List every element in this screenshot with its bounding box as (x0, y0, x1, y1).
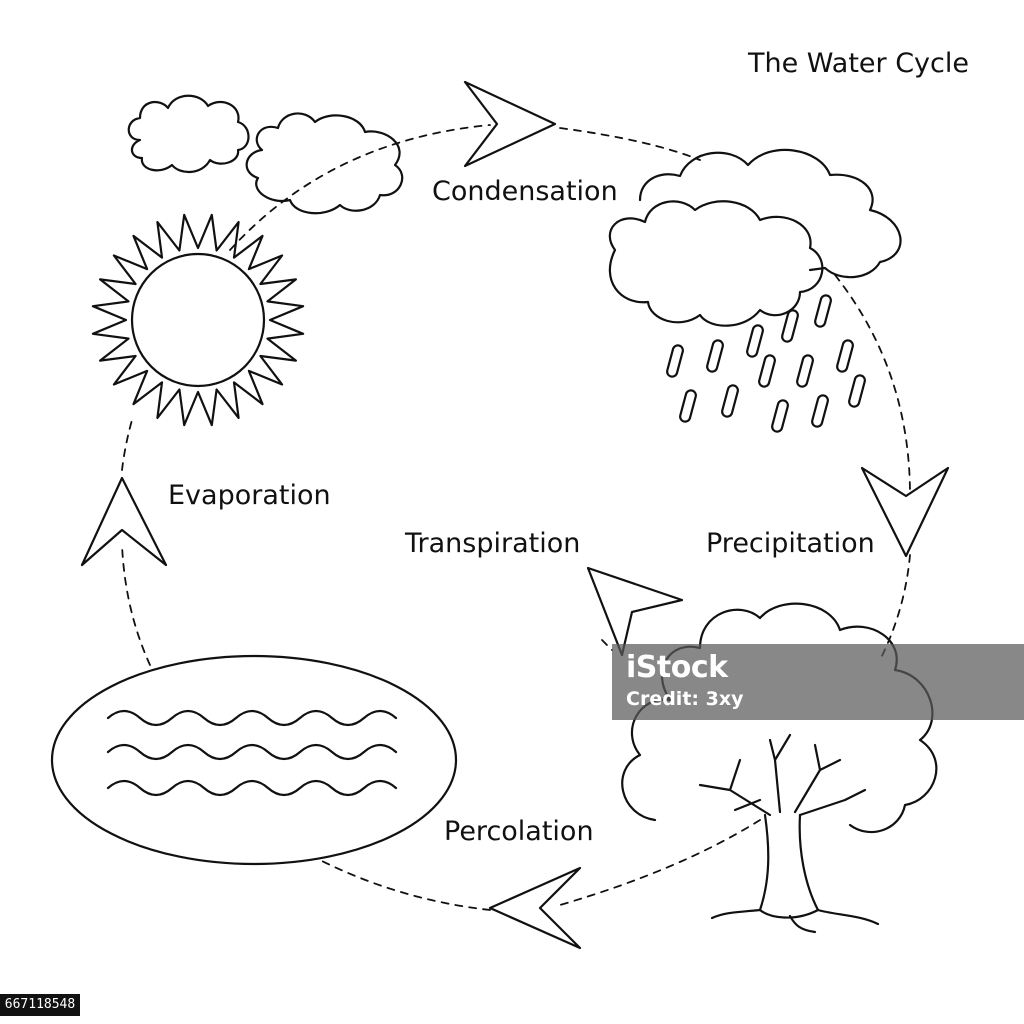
stock-id-badge: 667118548 (0, 994, 80, 1016)
label-evaporation: Evaporation (168, 480, 331, 511)
sun-icon (91, 213, 305, 427)
tree-roots (710, 908, 880, 934)
cycle-path (121, 124, 911, 911)
diagram-title: The Water Cycle (748, 48, 969, 79)
tree-trunk (758, 813, 820, 912)
label-transpiration: Transpiration (405, 528, 581, 559)
rain-cloud-back-icon (638, 148, 902, 279)
wave-3 (106, 779, 398, 797)
wave-1 (106, 709, 398, 727)
lake-icon (50, 654, 458, 866)
watermark-credit: Credit: 3xy (626, 688, 744, 710)
label-condensation: Condensation (432, 176, 618, 207)
arrow-condensation (463, 80, 557, 168)
wave-2 (106, 743, 398, 761)
label-percolation: Percolation (444, 816, 594, 847)
tree-branches (698, 733, 867, 817)
cloud-small-icon (127, 94, 250, 173)
cloud-medium-icon (245, 112, 404, 215)
arrow-percolation (488, 866, 582, 950)
label-precipitation: Precipitation (706, 528, 875, 559)
watermark-logo: iStock (626, 650, 728, 685)
arrow-evaporation (80, 476, 168, 567)
arrow-precipitation (860, 466, 950, 558)
rain-cloud-front-icon (608, 200, 824, 327)
arrow-transpiration (586, 566, 684, 657)
rain-drops (666, 294, 866, 433)
watermark-banner: iStock Credit: 3xy (612, 644, 1024, 720)
